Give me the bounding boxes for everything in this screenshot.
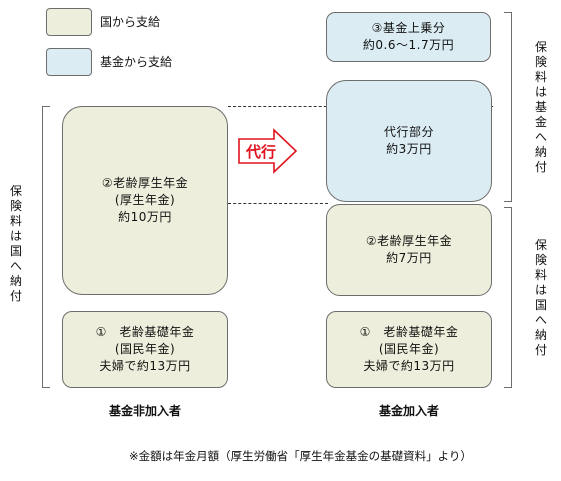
right-welfare-pension-box: ②老齢厚生年金 約7万円 [326, 204, 492, 296]
substitute-amount: 約3万円 [386, 142, 432, 156]
substitute-title: 代行部分 [383, 125, 434, 139]
left-bracket [42, 106, 50, 388]
side-text-char: は [534, 85, 547, 99]
left-welfare-amount: 約10万円 [118, 210, 172, 224]
right-column-label: 基金加入者 [378, 404, 439, 418]
left-column-label: 基金非加入者 [108, 404, 181, 418]
footnote: ※金額は年金月額（厚生労働省「厚生年金基金の基礎資料」より） [129, 449, 472, 463]
left-basic-pension-box: ① 老齢基礎年金 (国民年金) 夫婦で約13万円 [62, 311, 228, 388]
substitution-arrow: 代行 [238, 128, 298, 174]
side-text-char: 国 [534, 298, 547, 312]
right-welfare-title: ②老齢厚生年金 [365, 234, 453, 248]
fund-extra-box: ③基金上乗分 約0.6～1.7万円 [326, 12, 491, 62]
side-text-char: 保 [534, 40, 547, 54]
side-text-char: 料 [534, 268, 547, 282]
fund-extra-title: ③基金上乗分 [371, 21, 446, 35]
side-text-char: 基 [534, 100, 547, 114]
right-bracket-top [504, 12, 512, 202]
side-text-char: 納 [534, 328, 547, 342]
legend-swatch-fund [46, 48, 92, 76]
legend-swatch-national [46, 8, 92, 36]
left-welfare-title: ②老齢厚生年金 [101, 176, 189, 190]
left-welfare-pension-box: ②老齢厚生年金 (厚生年金) 約10万円 [62, 106, 228, 295]
side-text-char: 納 [534, 145, 547, 159]
left-basic-title: ① 老齢基礎年金 [95, 325, 195, 339]
left-basic-amount: 夫婦で約13万円 [99, 359, 191, 373]
side-text-char: 料 [534, 70, 547, 84]
right-basic-pension-box: ① 老齢基礎年金 (国民年金) 夫婦で約13万円 [326, 311, 492, 388]
legend-label-national: 国から支給 [100, 15, 161, 29]
legend-label-fund: 基金から支給 [100, 55, 173, 69]
right-side-text-top: 保険料は基金へ納付 [533, 40, 549, 175]
side-text-char: 険 [534, 55, 547, 69]
left-welfare-sub: (厚生年金) [114, 193, 176, 207]
side-text-char: 納 [9, 274, 22, 288]
right-side-text-bottom: 保険料は国へ納付 [533, 238, 549, 358]
substitution-arrow-label: 代行 [245, 142, 276, 161]
right-welfare-amount: 約7万円 [386, 251, 432, 265]
side-text-char: 険 [534, 253, 547, 267]
right-basic-title: ① 老齢基礎年金 [359, 325, 459, 339]
side-text-char: 金 [534, 115, 547, 129]
side-text-char: 保 [9, 184, 22, 198]
left-basic-sub: (国民年金) [114, 342, 176, 356]
side-text-char: へ [534, 130, 547, 144]
side-text-char: 険 [9, 199, 22, 213]
side-text-char: へ [9, 259, 22, 273]
side-text-char: は [9, 229, 22, 243]
side-text-char: は [534, 283, 547, 297]
right-basic-amount: 夫婦で約13万円 [363, 359, 455, 373]
arrow-right-icon [238, 128, 298, 174]
side-text-char: 付 [534, 343, 547, 357]
dashed-line-bottom [228, 203, 328, 204]
side-text-char: 保 [534, 238, 547, 252]
side-text-char: 国 [9, 244, 22, 258]
side-text-char: 付 [534, 160, 547, 174]
side-text-char: 料 [9, 214, 22, 228]
side-text-char: へ [534, 313, 547, 327]
right-basic-sub: (国民年金) [378, 342, 440, 356]
fund-extra-amount: 約0.6～1.7万円 [362, 38, 455, 52]
left-side-text: 保険料は国へ納付 [8, 184, 24, 304]
right-bracket-bottom [504, 207, 512, 388]
substitute-portion-box: 代行部分 約3万円 [326, 80, 492, 202]
side-text-char: 付 [9, 289, 22, 303]
